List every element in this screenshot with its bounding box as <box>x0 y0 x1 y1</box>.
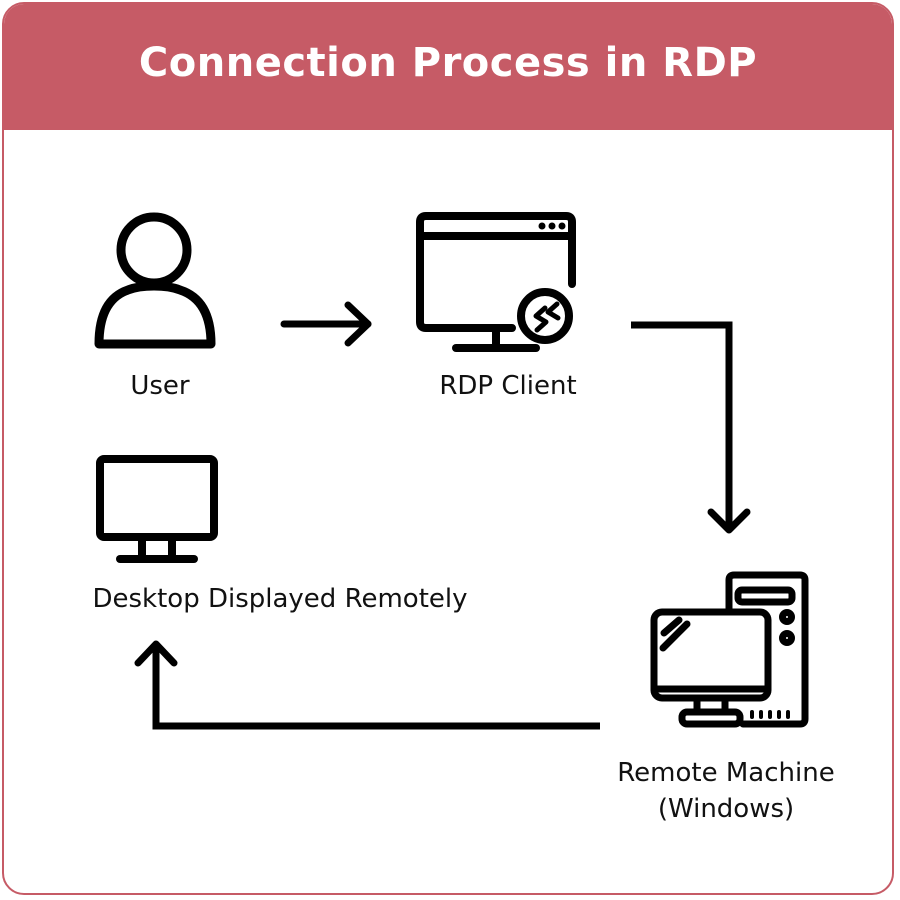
node-label-remote-machine-os: (Windows) <box>657 794 795 824</box>
header-banner: Connection Process in RDP <box>4 4 892 130</box>
arrow-user-to-rdp-client <box>280 301 372 347</box>
arrow-rdp-client-to-remote-machine <box>631 321 751 534</box>
rdp-client-monitor-icon <box>416 212 576 352</box>
vent-icon <box>750 710 790 719</box>
user-icon <box>94 212 216 349</box>
node-label-rdp-client: RDP Client <box>439 371 577 401</box>
diagram-title: Connection Process in RDP <box>138 40 758 86</box>
arrow-remote-machine-to-desktop <box>134 640 600 730</box>
remote-desktop-icon <box>533 301 561 333</box>
dots-icon <box>538 222 566 230</box>
monitor-icon <box>96 455 218 563</box>
node-label-desktop: Desktop Displayed Remotely <box>92 584 468 614</box>
node-label-user: User <box>130 371 190 401</box>
desktop-computer-tower-icon <box>650 571 809 728</box>
node-label-remote-machine: Remote Machine <box>617 758 835 788</box>
